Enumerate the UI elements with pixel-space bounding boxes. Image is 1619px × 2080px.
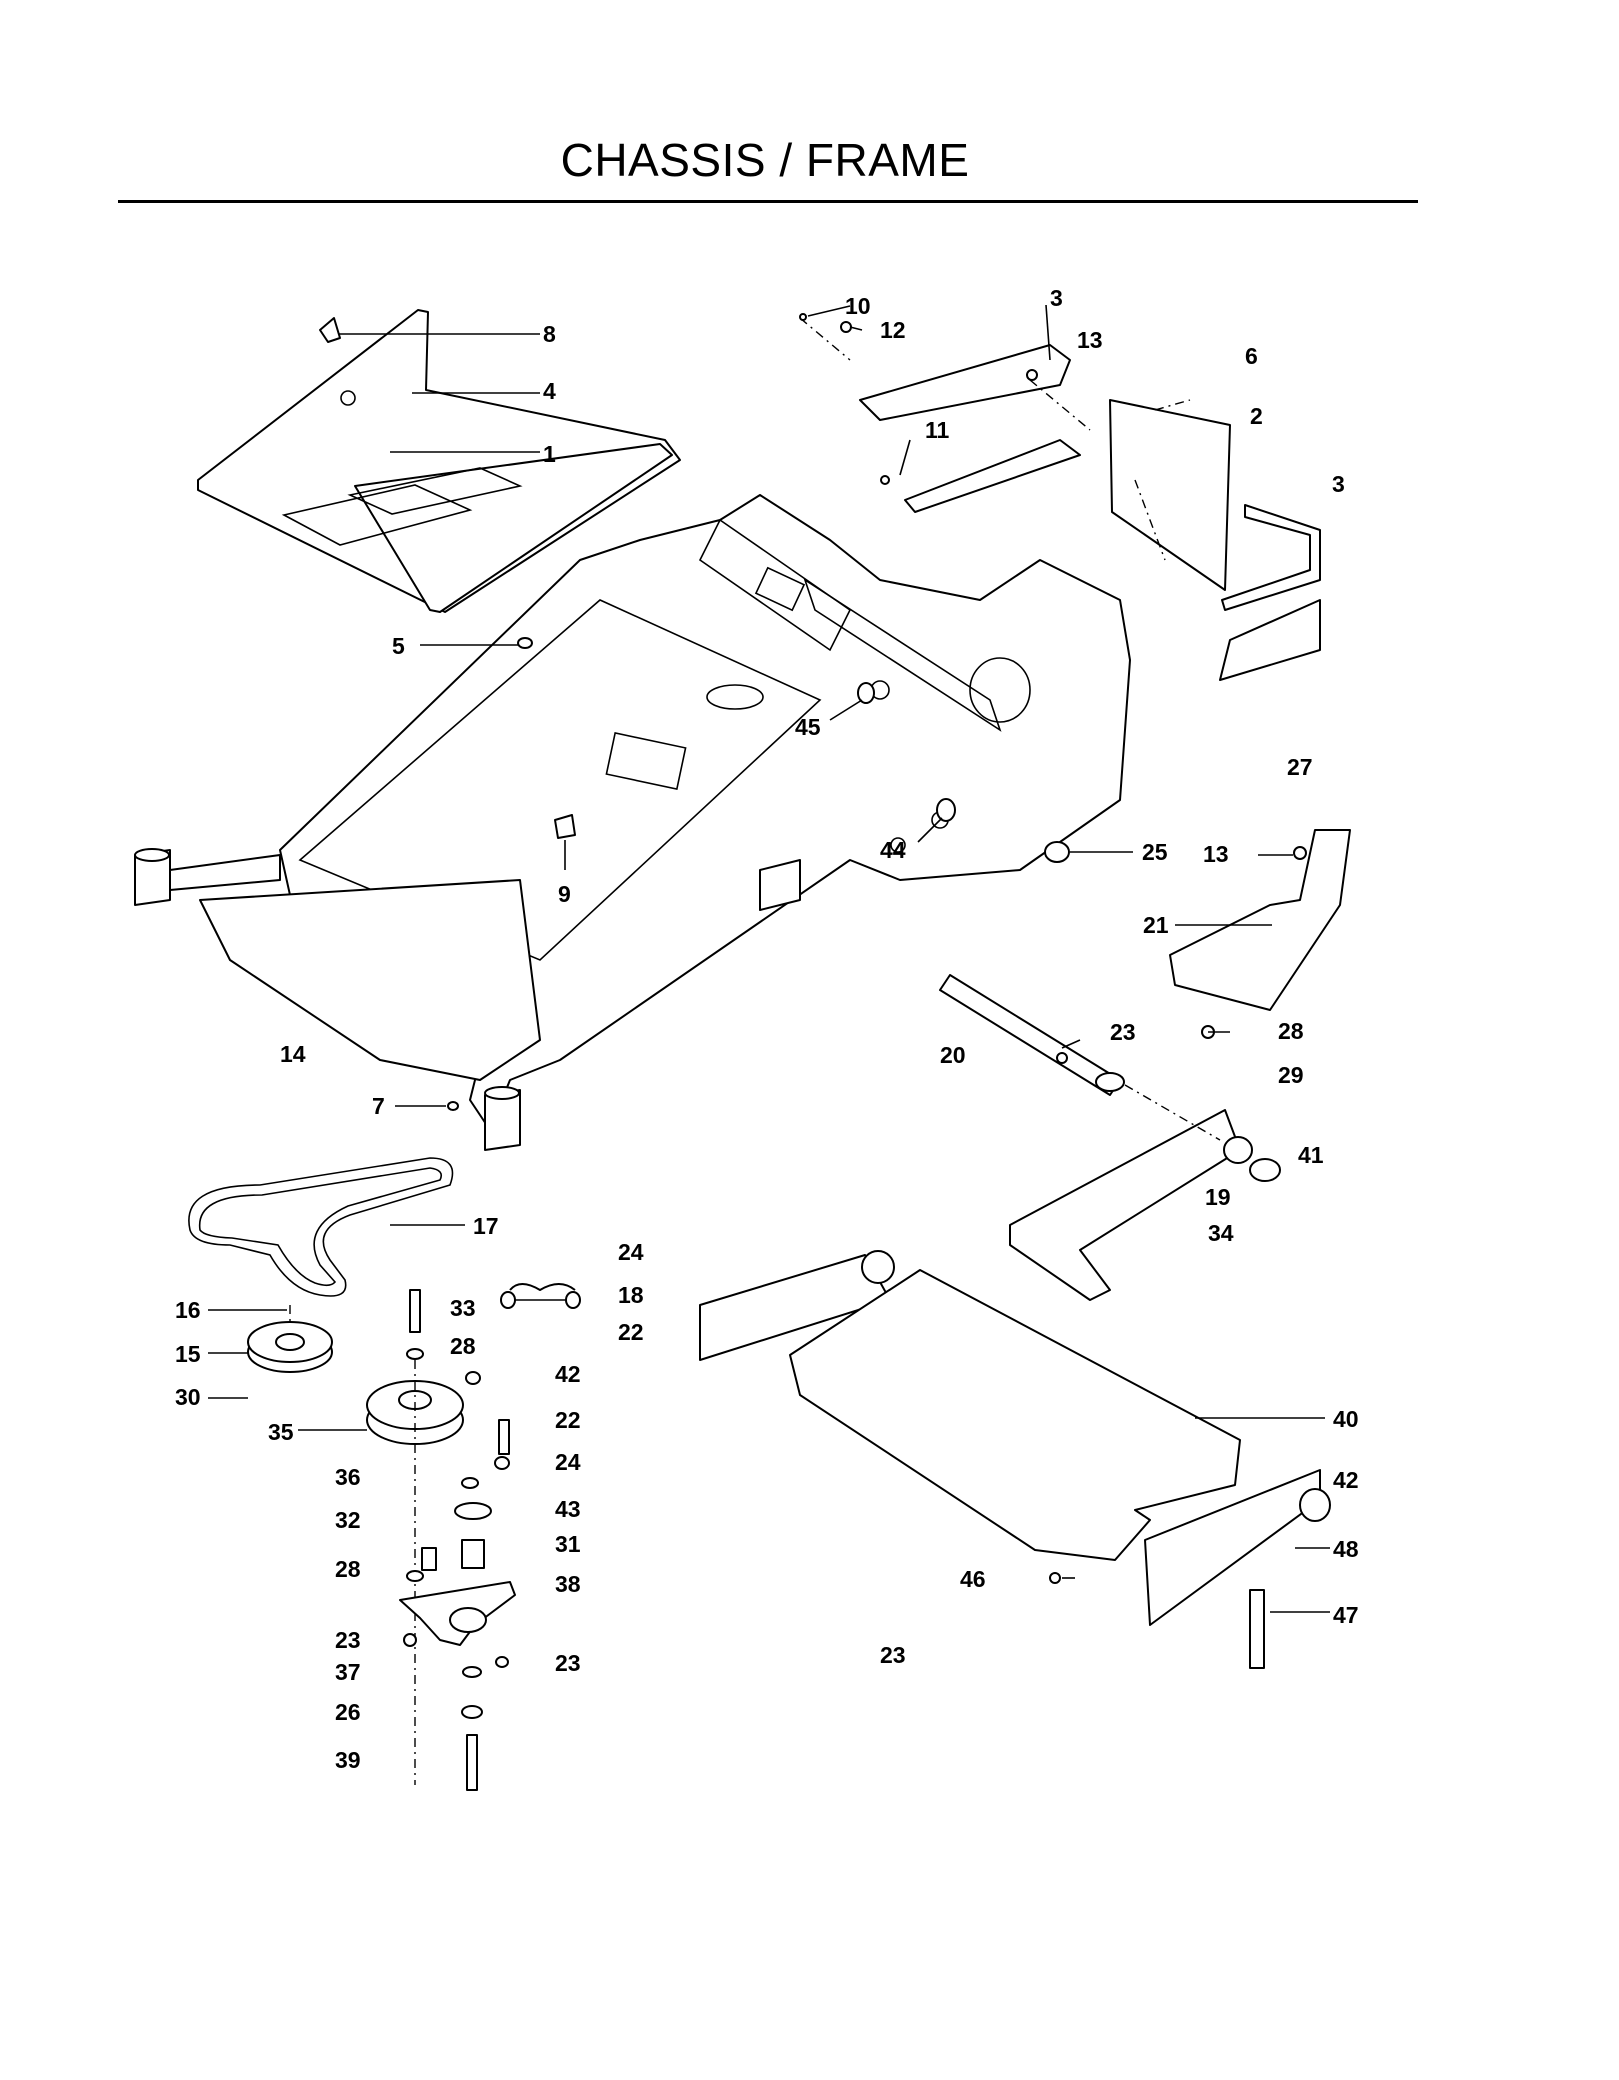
callout-24b: 24 xyxy=(555,1449,581,1475)
callout-34: 34 xyxy=(1208,1220,1234,1246)
callout-14: 14 xyxy=(280,1041,306,1067)
callout-24a: 24 xyxy=(618,1239,644,1265)
callout-42b: 42 xyxy=(1333,1467,1359,1493)
callout-33: 33 xyxy=(450,1295,476,1321)
callout-21: 21 xyxy=(1143,912,1169,938)
callout-7: 7 xyxy=(372,1093,385,1119)
callout-27: 27 xyxy=(1287,754,1313,780)
control-linkage xyxy=(939,829,1351,1301)
page-title: CHASSIS / FRAME xyxy=(560,134,970,186)
callout-3b: 3 xyxy=(1332,471,1345,497)
callout-26: 26 xyxy=(335,1699,361,1725)
callout-23a: 23 xyxy=(1110,1019,1136,1045)
callout-44: 44 xyxy=(880,837,906,863)
chassis-frame xyxy=(134,494,1131,1151)
callout-25: 25 xyxy=(1142,839,1168,865)
callout-11: 11 xyxy=(925,417,950,443)
callout-9: 9 xyxy=(558,881,571,907)
callout-23c: 23 xyxy=(555,1650,581,1676)
callout-28a: 28 xyxy=(1278,1018,1304,1044)
callout-16: 16 xyxy=(175,1297,201,1323)
callout-15: 15 xyxy=(175,1341,201,1367)
callout-39: 39 xyxy=(335,1747,361,1773)
callout-5: 5 xyxy=(392,633,405,659)
callout-28c: 28 xyxy=(335,1556,361,1582)
callout-17: 17 xyxy=(473,1213,499,1239)
callout-22a: 22 xyxy=(618,1319,644,1345)
callout-19: 19 xyxy=(1205,1184,1231,1210)
callout-29: 29 xyxy=(1278,1062,1304,1088)
callout-35: 35 xyxy=(268,1419,294,1445)
callout-42a: 42 xyxy=(555,1361,581,1387)
floor-pan xyxy=(197,309,681,613)
rear-bumper-assembly xyxy=(799,304,1321,681)
callout-3a: 3 xyxy=(1050,285,1063,311)
callout-13b: 13 xyxy=(1203,841,1229,867)
callout-48: 48 xyxy=(1333,1536,1359,1562)
callout-8: 8 xyxy=(543,321,556,347)
callout-2: 2 xyxy=(1250,403,1263,429)
callout-labels: 1 2 3 3 4 5 6 7 8 9 10 11 12 13 13 14 15… xyxy=(175,285,1359,1773)
callout-47: 47 xyxy=(1333,1602,1359,1628)
callout-10: 10 xyxy=(845,293,871,319)
callout-37: 37 xyxy=(335,1659,361,1685)
callout-45: 45 xyxy=(795,714,821,740)
callout-43: 43 xyxy=(555,1496,581,1522)
callout-46: 46 xyxy=(960,1566,986,1592)
callout-4: 4 xyxy=(543,378,556,404)
callout-6: 6 xyxy=(1245,343,1258,369)
callout-40: 40 xyxy=(1333,1406,1359,1432)
callout-28b: 28 xyxy=(450,1333,476,1359)
title-rule xyxy=(118,200,1418,203)
callout-38: 38 xyxy=(555,1571,581,1597)
callout-30: 30 xyxy=(175,1384,201,1410)
callout-36: 36 xyxy=(335,1464,361,1490)
callout-32: 32 xyxy=(335,1507,361,1533)
frame-hardware xyxy=(395,637,1293,1111)
callout-20: 20 xyxy=(940,1042,966,1068)
callout-23d: 23 xyxy=(880,1642,906,1668)
callout-1: 1 xyxy=(543,441,556,467)
deck-support xyxy=(699,1250,1331,1669)
callout-22b: 22 xyxy=(555,1407,581,1433)
callout-23b: 23 xyxy=(335,1627,361,1653)
callout-41: 41 xyxy=(1298,1142,1324,1168)
callout-12: 12 xyxy=(880,317,906,343)
callout-31: 31 xyxy=(555,1531,581,1557)
callout-13a: 13 xyxy=(1077,327,1103,353)
drive-belt-and-pulleys xyxy=(188,1157,581,1791)
callout-18: 18 xyxy=(618,1282,644,1308)
